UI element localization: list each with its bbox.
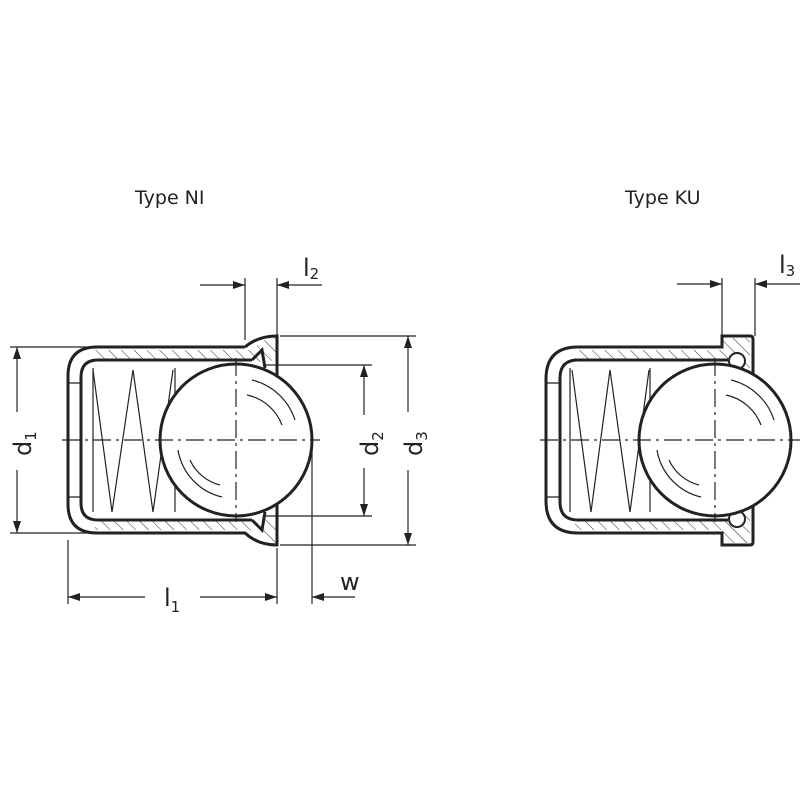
label-l2: l2 <box>303 254 319 283</box>
label-d1: d1 <box>9 431 40 456</box>
title-type-ku: Type KU <box>624 187 701 209</box>
label-d2: d2 <box>356 431 387 456</box>
type-ni-drawing <box>10 278 416 604</box>
type-ku-drawing <box>540 278 800 547</box>
label-l3: l3 <box>779 251 795 280</box>
title-type-ni: Type NI <box>134 187 205 209</box>
label-l1: l1 <box>164 584 180 616</box>
label-d3: d3 <box>400 431 431 456</box>
label-w: w <box>340 568 360 596</box>
